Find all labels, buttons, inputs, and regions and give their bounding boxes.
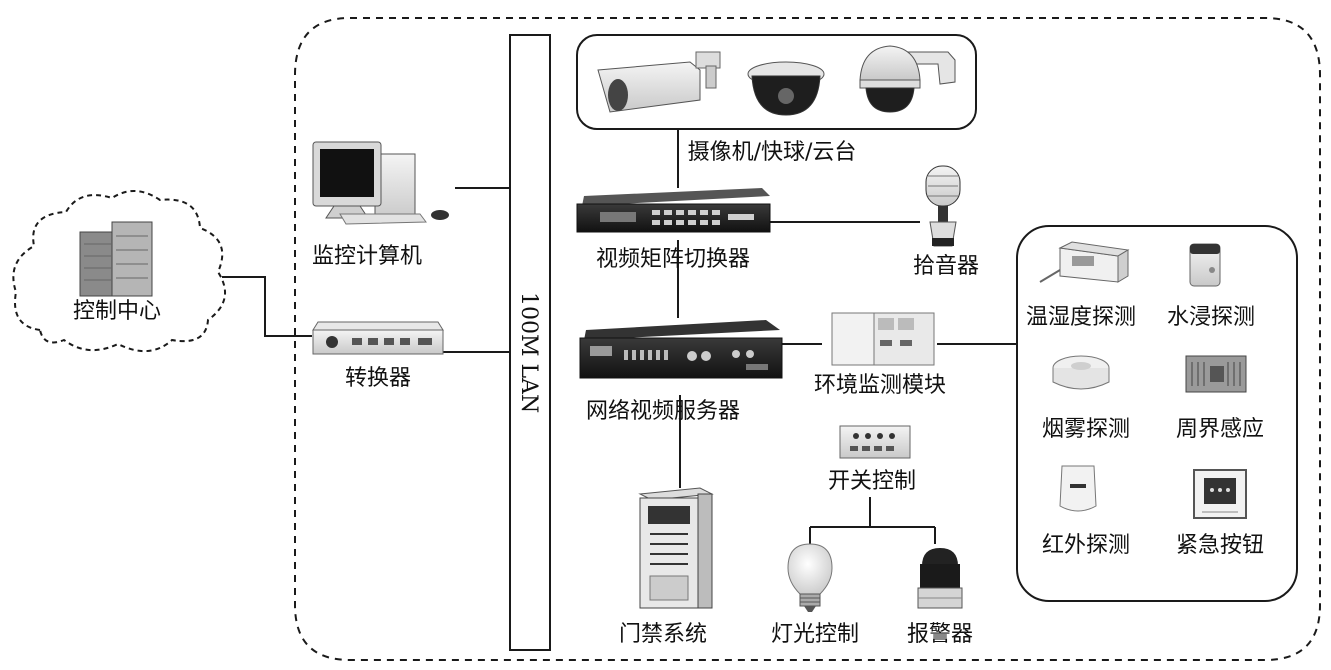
converter: 转换器 bbox=[312, 321, 444, 391]
pc-tower-icon bbox=[638, 487, 714, 609]
sensor-label: 温湿度探测 bbox=[1026, 305, 1136, 330]
video-matrix: 视频矩阵切换器 bbox=[576, 188, 771, 272]
sensor-item: 烟雾探测 bbox=[1042, 355, 1130, 442]
lan-label: 100M LAN bbox=[516, 292, 541, 413]
cameras: 摄像机/快球/云台 bbox=[597, 45, 956, 165]
sensor-label: 烟雾探测 bbox=[1042, 417, 1130, 442]
system-boundary bbox=[294, 17, 1321, 661]
pickup-label: 拾音器 bbox=[913, 254, 979, 279]
connections bbox=[222, 129, 1017, 544]
control-center-label: 控制中心 bbox=[73, 299, 161, 324]
monitor-computer: 监控计算机 bbox=[312, 141, 449, 269]
control-center: 控制中心 bbox=[12, 190, 227, 352]
sensors: 温湿度探测 水浸探测 烟雾探测 bbox=[1026, 241, 1264, 558]
dome-camera-icon bbox=[747, 61, 825, 116]
pickup: 拾音器 bbox=[913, 165, 979, 279]
sensor-item: 水浸探测 bbox=[1167, 243, 1255, 330]
sensor-item: 温湿度探测 bbox=[1026, 241, 1136, 330]
video-matrix-label: 视频矩阵切换器 bbox=[596, 247, 750, 272]
smoke-detector-icon bbox=[1052, 355, 1110, 390]
light-bulb-icon bbox=[787, 543, 833, 612]
light-control: 灯光控制 bbox=[771, 543, 859, 647]
switch-control: 开关控制 bbox=[828, 425, 916, 494]
emergency-button-icon bbox=[1193, 469, 1247, 519]
water-sensor-icon bbox=[1189, 243, 1221, 287]
access-control-label: 门禁系统 bbox=[619, 622, 707, 647]
camera-group-frame bbox=[576, 34, 977, 130]
video-server-icon bbox=[579, 320, 783, 379]
server-tower-cloud-icon bbox=[79, 221, 153, 297]
converter-label: 转换器 bbox=[345, 366, 411, 391]
switch-control-label: 开关控制 bbox=[828, 469, 916, 494]
cameras-label: 摄像机/快球/云台 bbox=[688, 140, 857, 165]
sensor-label: 水浸探测 bbox=[1167, 305, 1255, 330]
alarm-label: 报警器 bbox=[907, 622, 973, 647]
perimeter-sensor-icon bbox=[1185, 355, 1247, 393]
infrared-detector-icon bbox=[1059, 465, 1097, 512]
env-module-label: 环境监测模块 bbox=[814, 373, 946, 398]
sensor-label: 红外探测 bbox=[1042, 533, 1130, 558]
converter-box-icon bbox=[312, 321, 444, 355]
monitor-computer-label: 监控计算机 bbox=[312, 244, 422, 269]
network-video-server: 网络视频服务器 bbox=[579, 320, 783, 424]
sensor-label: 周界感应 bbox=[1176, 417, 1264, 442]
desktop-computer-icon bbox=[312, 141, 449, 225]
cabinet-module-icon bbox=[831, 312, 935, 366]
light-control-label: 灯光控制 bbox=[771, 622, 859, 647]
switch-panel-icon bbox=[839, 425, 911, 459]
network-video-server-label: 网络视频服务器 bbox=[586, 399, 740, 424]
siren-icon bbox=[917, 548, 963, 609]
sensor-group-frame bbox=[1016, 225, 1298, 602]
sensor-label: 紧急按钮 bbox=[1176, 533, 1264, 558]
microphone-icon bbox=[925, 165, 961, 247]
lan-bar bbox=[509, 34, 551, 651]
access-control: 门禁系统 bbox=[619, 487, 714, 647]
rack-switch-icon bbox=[576, 188, 771, 233]
ptz-camera-icon bbox=[859, 45, 956, 113]
sensor-item: 红外探测 bbox=[1042, 465, 1130, 558]
alarm: 报警器 bbox=[907, 548, 973, 647]
bullet-camera-icon bbox=[597, 51, 721, 113]
sensor-item: 紧急按钮 bbox=[1176, 469, 1264, 558]
env-module: 环境监测模块 bbox=[814, 312, 946, 398]
thermo-hygrometer-icon bbox=[1039, 241, 1130, 283]
sensor-item: 周界感应 bbox=[1176, 355, 1264, 442]
